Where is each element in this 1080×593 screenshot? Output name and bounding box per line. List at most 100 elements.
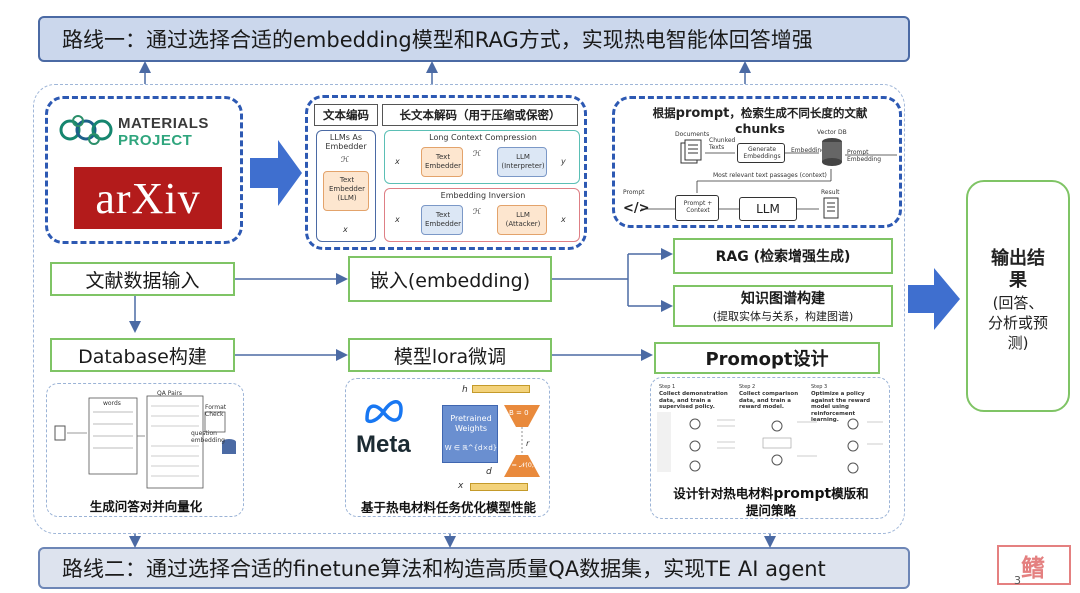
input-x-bar	[470, 483, 528, 491]
knowledge-graph-title: 知识图谱构建	[741, 291, 825, 307]
prompt-caption-1a: 设计针对热电材料	[673, 486, 774, 501]
right-arrow-icon	[250, 140, 302, 206]
embedding-box: 嵌入(embedding)	[348, 256, 552, 302]
x-symbol: x	[343, 225, 348, 234]
r-symbol: r	[526, 439, 530, 448]
text-embedder-box: Text Embedder	[421, 147, 463, 177]
prompt-design-panel: Step 1 Step 2 Step 3 Collect demonstrati…	[650, 377, 890, 519]
database-box: Database构建	[50, 338, 235, 372]
prompt-label: Prompt	[623, 189, 645, 196]
meta-logo-text: Meta	[356, 431, 411, 458]
route-one-banner: 路线一：通过选择合适的embedding模型和RAG方式，实现热电智能体回答增强	[38, 16, 910, 62]
pretrained-label: Pretrained Weights	[450, 414, 492, 433]
output-box: 输出结 果 (回答、 分析或预 测)	[966, 180, 1070, 412]
materials-project-word2: PROJECT	[118, 132, 193, 149]
h-symbol-3: ℋ	[473, 207, 481, 216]
llm-embedder-title: LLMs As Embedder	[325, 133, 367, 151]
data-sources-box: MATERIALS PROJECT arXiv	[45, 96, 243, 244]
words-label: words	[103, 400, 121, 407]
long-text-decoding-label: 长文本解码（用于压缩或保密）	[382, 104, 578, 126]
llm-interpreter-label: LLM (Interpreter)	[501, 153, 545, 170]
rag-pipeline-box: 根据prompt，检索生成不同长度的文献 chunks Documents Ch…	[612, 96, 902, 228]
vector-db-icon	[822, 138, 842, 166]
embedding-inversion-title: Embedding Inversion	[440, 191, 526, 200]
rag-title-bold: prompt	[675, 106, 730, 121]
text-embedder-llm-box: Text Embedder (LLM)	[323, 171, 369, 211]
rag-pipeline-title: 根据prompt，检索生成不同长度的文献	[615, 105, 905, 121]
text-embedder-label-2: Text Embedder	[424, 211, 462, 228]
qa-caption: 生成问答对并向量化	[89, 499, 203, 514]
arxiv-logo-text: arXiv	[95, 173, 201, 223]
embeddings-label: Embeddings	[791, 147, 829, 154]
arxiv-logo: arXiv	[74, 167, 222, 229]
question-embedding-label: question embedding	[191, 430, 225, 444]
output-arrow-icon	[908, 268, 960, 330]
output-sub-3: 测)	[1007, 334, 1029, 352]
y-symbol: y	[561, 157, 566, 166]
long-context-title: Long Context Compression	[429, 133, 537, 142]
text-embedder-llm-label: Text Embedder (LLM)	[328, 176, 366, 202]
literature-input-box: 文献数据输入	[50, 262, 235, 296]
materials-project-logo-icon	[59, 115, 113, 145]
generate-embeddings-label: Generate Embeddings	[743, 146, 781, 160]
h-symbol: ℋ	[341, 155, 349, 164]
d-label: d	[486, 467, 492, 477]
prompt-caption-line1: 设计针对热电材料prompt模版和	[651, 483, 891, 502]
step3-title: Optimize a policy against the reward mod…	[811, 391, 871, 423]
step1-label: Step 1	[659, 384, 676, 390]
llm-embedder-card: LLMs As Embedder ℋ Text Embedder (LLM) x	[316, 130, 376, 242]
h-label: h	[462, 385, 468, 395]
embedding-label: 嵌入(embedding)	[369, 269, 531, 292]
step3-label: Step 3	[811, 384, 828, 390]
rag-title-chunks: chunks	[735, 121, 785, 136]
literature-input-label: 文献数据输入	[85, 269, 200, 292]
text-embedder-label: Text Embedder	[424, 153, 462, 170]
lora-panel: Meta h Pretrained Weights W ∈ ℝ^{d×d} B …	[345, 378, 550, 517]
text-embedder-box-2: Text Embedder	[421, 205, 463, 235]
lora-box: 模型lora微调	[348, 338, 552, 372]
rag-flow-lines	[641, 152, 897, 210]
knowledge-graph-box: 知识图谱构建 (提取实体与关系，构建图谱)	[673, 285, 893, 327]
step2-title: Collect comparison data, and train a rew…	[739, 391, 799, 410]
route-two-text: 路线二：通过选择合适的finetune算法和构造高质量QA数据集，实现TE AI…	[62, 557, 826, 581]
long-context-card: Long Context Compression x Text Embedder…	[384, 130, 580, 184]
watermark-stamp-text: 鳍	[1021, 553, 1047, 582]
embedding-inversion-card: Embedding Inversion x Text Embedder ℋ LL…	[384, 188, 580, 242]
vector-db-label: Vector DB	[817, 129, 847, 136]
knowledge-graph-subtitle: (提取实体与关系，构建图谱)	[712, 310, 854, 323]
qa-pairs-label: QA Pairs	[157, 390, 183, 397]
h-symbol-2: ℋ	[473, 149, 481, 158]
database-label: Database构建	[78, 345, 207, 368]
result-document-icon	[823, 197, 839, 219]
rag-title-suffix: ，检索生成不同长度的文献	[729, 106, 868, 120]
rlhf-steps-figure	[657, 412, 883, 474]
prompt-design-label: Promopt设计	[705, 349, 829, 370]
output-title-2: 果	[1009, 270, 1027, 291]
output-sub-1: (回答、	[992, 294, 1044, 312]
step1-title: Collect demonstration data, and train a …	[659, 391, 728, 410]
page-number: 3	[1014, 574, 1021, 587]
x-label: x	[458, 481, 464, 491]
route-two-banner: 路线二：通过选择合适的finetune算法和构造高质量QA数据集，实现TE AI…	[38, 547, 910, 589]
prompt-context-box: Prompt + Context	[675, 195, 719, 221]
rag-label: RAG (检索增强生成)	[715, 249, 851, 265]
lora-caption: 基于热电材料任务优化模型性能	[360, 500, 536, 515]
documents-icon	[680, 139, 702, 164]
llm-box: LLM	[739, 197, 797, 221]
route-one-text: 路线一：通过选择合适的embedding模型和RAG方式，实现热电智能体回答增强	[62, 28, 813, 52]
llm-attacker-label: LLM (Attacker)	[505, 211, 541, 228]
qa-pipeline-figure	[54, 395, 236, 489]
relevant-passages-label: Most relevant text passages (context)	[713, 172, 827, 179]
lora-label: 模型lora微调	[393, 345, 507, 368]
w-formula: W ∈ ℝ^{d×d}	[444, 444, 498, 452]
step2-label: Step 2	[739, 384, 756, 390]
llm-interpreter-box: LLM (Interpreter)	[497, 147, 547, 177]
format-check-label: Format Check	[205, 404, 227, 418]
lora-ab-matrices	[504, 405, 540, 477]
main-panel	[33, 84, 905, 534]
meta-logo-icon	[365, 400, 403, 424]
output-sub-2: 分析或预	[987, 314, 1048, 332]
x-symbol-3: x	[395, 215, 400, 224]
materials-project-word1: MATERIALS	[118, 115, 209, 132]
